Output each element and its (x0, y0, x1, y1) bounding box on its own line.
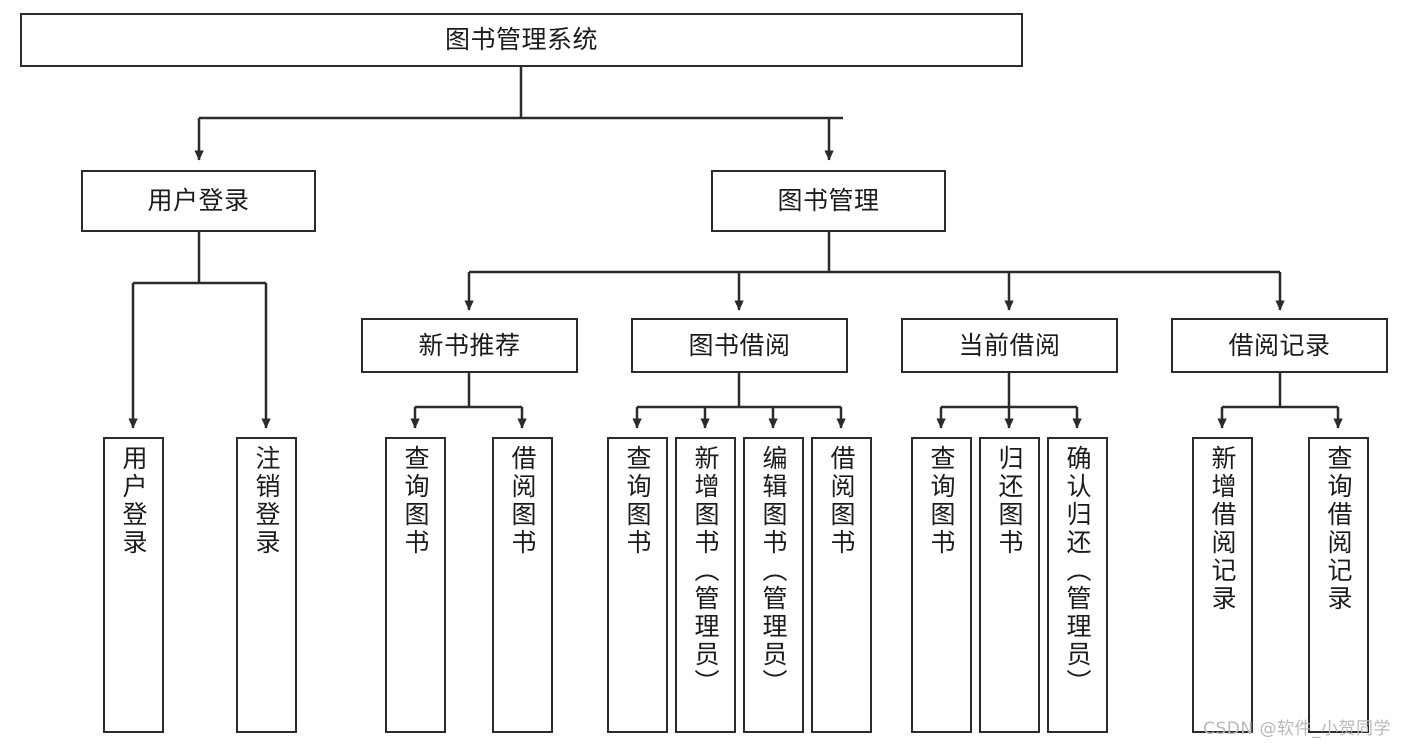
leaf-book-borrow-edit[interactable]: 编辑图书（管理员） (743, 437, 804, 733)
node-new-book-recommend[interactable]: 新书推荐 (361, 318, 578, 373)
node-root-book-management-system[interactable]: 图书管理系统 (20, 13, 1023, 67)
leaf-current-borrow-query[interactable]: 查询图书 (911, 437, 972, 733)
leaf-book-borrow-query[interactable]: 查询图书 (607, 437, 668, 733)
node-label: 图书管理 (777, 186, 880, 216)
node-borrow-record[interactable]: 借阅记录 (1171, 318, 1388, 373)
node-label: 编辑图书（管理员） (759, 445, 788, 697)
node-user-login[interactable]: 用户登录 (81, 170, 316, 232)
leaf-user-login-login[interactable]: 用户登录 (103, 437, 164, 733)
node-label: 新书推荐 (418, 330, 521, 360)
node-label: 图书管理系统 (444, 25, 598, 55)
node-label: 用户登录 (119, 445, 148, 557)
node-label: 当前借阅 (958, 330, 1061, 360)
node-label: 查询图书 (927, 445, 956, 557)
node-label: 新增图书（管理员） (691, 445, 720, 697)
node-book-management[interactable]: 图书管理 (711, 170, 946, 232)
node-label: 借阅图书 (508, 445, 537, 557)
leaf-borrow-record-query[interactable]: 查询借阅记录 (1308, 437, 1369, 733)
leaf-borrow-record-add[interactable]: 新增借阅记录 (1192, 437, 1253, 733)
leaf-new-book-borrow[interactable]: 借阅图书 (492, 437, 553, 733)
node-label: 注销登录 (252, 445, 281, 557)
leaf-book-borrow-add[interactable]: 新增图书（管理员） (675, 437, 736, 733)
leaf-new-book-query[interactable]: 查询图书 (385, 437, 446, 733)
node-label: 查询图书 (401, 445, 430, 557)
leaf-user-login-logout[interactable]: 注销登录 (236, 437, 297, 733)
node-label: 查询图书 (623, 445, 652, 557)
leaf-current-borrow-confirm-return[interactable]: 确认归还（管理员） (1047, 437, 1108, 733)
node-label: 归还图书 (995, 445, 1024, 557)
node-label: 借阅记录 (1228, 330, 1331, 360)
node-label: 查询借阅记录 (1324, 445, 1353, 613)
leaf-current-borrow-return[interactable]: 归还图书 (979, 437, 1040, 733)
node-current-borrow[interactable]: 当前借阅 (901, 318, 1118, 373)
node-book-borrow[interactable]: 图书借阅 (631, 318, 848, 373)
node-label: 新增借阅记录 (1208, 445, 1237, 613)
watermark: CSDN @软件_小贺同学 (1203, 719, 1391, 739)
node-label: 图书借阅 (688, 330, 791, 360)
node-label: 确认归还（管理员） (1063, 445, 1092, 697)
node-label: 借阅图书 (827, 445, 856, 557)
leaf-book-borrow-borrow[interactable]: 借阅图书 (811, 437, 872, 733)
node-label: 用户登录 (147, 186, 250, 216)
